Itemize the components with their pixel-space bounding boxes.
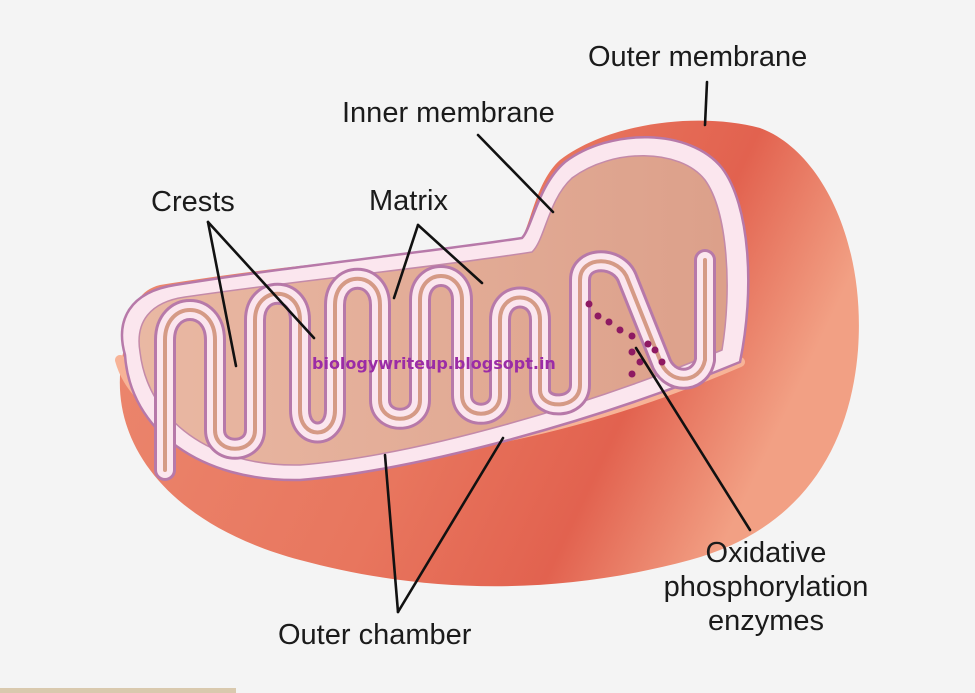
leader-oxidative [634,346,752,532]
label-oxidative-line2: phosphorylation [663,571,869,603]
label-matrix: Matrix [369,185,448,217]
label-oxidative-enzymes: Oxidative phosphorylation enzymes [646,536,886,638]
label-oxidative-line3: enzymes [707,605,825,637]
label-outer-membrane: Outer membrane [588,41,808,73]
leader-matrix-1 [392,223,420,300]
leader-outer-chamber-2 [396,436,505,614]
leader-outer-membrane [703,80,709,127]
enzyme-dots [585,300,666,378]
label-inner-membrane: Inner membrane [342,97,555,129]
leader-inner-membrane [476,133,555,214]
label-outer-chamber: Outer chamber [278,619,472,651]
leader-outer-chamber-1 [383,453,400,614]
leader-matrix-2 [416,223,484,285]
leader-crests-2 [206,220,316,340]
watermark-text: biologywriteup.blogsopt.in [312,354,556,373]
crista-lumen [163,258,707,472]
leader-crests-1 [206,220,238,368]
label-crests: Crests [151,186,235,218]
bottom-edge-bar [0,688,236,693]
label-oxidative-line1: Oxidative [705,537,827,569]
